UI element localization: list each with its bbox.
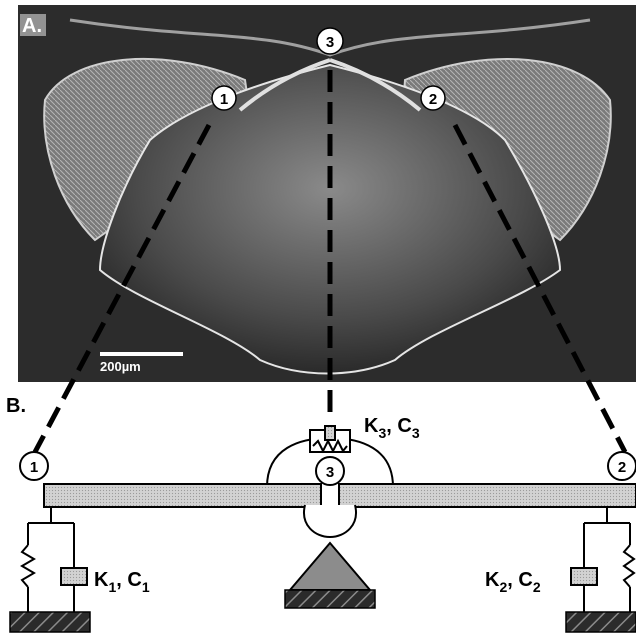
spring-damper-1-label: K1, C1 [94, 569, 150, 595]
spring-damper-3 [310, 426, 350, 452]
beam-left [44, 484, 321, 507]
marker-2-photo-label: 2 [429, 91, 437, 108]
marker-2-model-label: 2 [618, 459, 626, 476]
spring-damper-2-label: K2, C2 [485, 569, 541, 595]
panel-label-b: B. [6, 395, 26, 417]
spring-damper-2 [571, 507, 634, 612]
marker-3-photo: 3 [317, 28, 343, 54]
marker-2-model: 2 [608, 452, 636, 480]
ground-1 [10, 612, 90, 632]
spring-damper-1 [22, 507, 87, 612]
marker-3-model-label: 3 [326, 464, 334, 481]
panel-a-micrograph: 200µm A. 1 2 3 [18, 5, 636, 382]
spring-damper-3-label: K3, C3 [364, 415, 420, 441]
marker-1-photo: 1 [212, 86, 236, 110]
beam-right [339, 484, 636, 507]
scale-bar [100, 352, 183, 356]
scale-bar-label: 200µm [100, 359, 141, 374]
marker-3-model: 3 [316, 457, 344, 485]
marker-1-model: 1 [20, 452, 48, 480]
marker-1-model-label: 1 [30, 459, 38, 476]
marker-1-photo-label: 1 [220, 91, 228, 108]
marker-3-photo-label: 3 [326, 34, 334, 51]
panel-b-model: B. K3, C3 1 3 2 [6, 395, 636, 632]
ground-2 [566, 612, 636, 632]
marker-2-photo: 2 [421, 86, 445, 110]
pivot-triangle [290, 543, 370, 590]
panel-label-a: A. [22, 15, 42, 37]
hinge-loop [304, 505, 356, 537]
pivot-ground [285, 590, 375, 608]
